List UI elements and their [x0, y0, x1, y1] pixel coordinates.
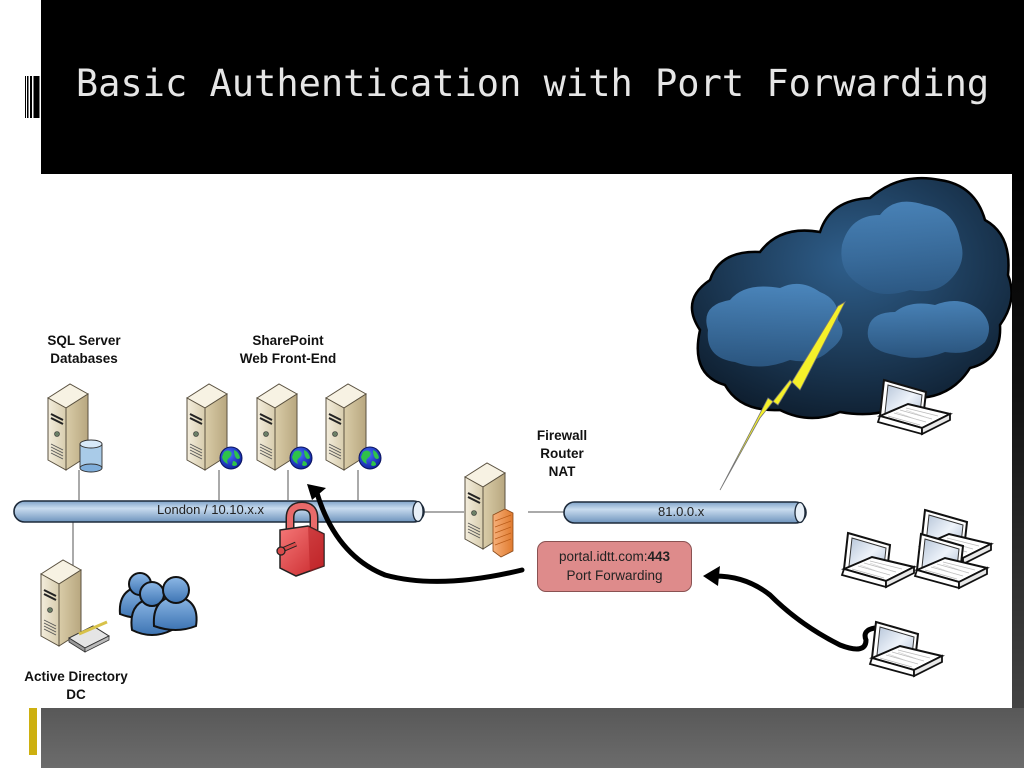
web-server-icon: [325, 383, 382, 471]
firewall-label-line1: Firewall: [536, 428, 588, 443]
sharepoint-label-line2: Web Front-End: [239, 351, 337, 366]
users-group-icon: [118, 572, 198, 636]
laptop-icon: [869, 621, 943, 677]
connection-lines: [72, 470, 564, 568]
flow-arrow-external: [703, 566, 878, 652]
slide-right-edge: [1012, 174, 1024, 708]
slide-title: Basic Authentication with Port Forwardin…: [75, 62, 990, 105]
port-forwarding-address: portal.idtt.com:443: [538, 547, 691, 566]
directory-server-icon: [40, 559, 111, 653]
firewall-icon: [492, 508, 514, 558]
external-network-label: 81.0.0.x: [658, 504, 705, 519]
sql-label-line1: SQL Server: [47, 333, 121, 348]
internal-network-label: London / 10.10.x.x: [157, 502, 264, 517]
padlock-icon: [276, 501, 325, 577]
sql-server-label: SQL Server Databases: [24, 332, 144, 368]
network-diagram: [0, 174, 1012, 708]
port-forwarding-box: portal.idtt.com:443 Port Forwarding: [537, 541, 692, 592]
firewall-server-icon: [464, 462, 514, 558]
slide-decoration-icon: [25, 76, 40, 118]
sql-server-icon: [47, 383, 103, 473]
port-forwarding-caption: Port Forwarding: [566, 568, 663, 583]
flow-arrow-internal: [307, 484, 525, 584]
active-directory-label: Active Directory DC: [10, 668, 142, 704]
storm-cloud-icon: [690, 176, 1012, 420]
footer-accent-bar: [29, 708, 37, 755]
ad-label-line1: Active Directory: [24, 669, 128, 684]
database-icon: [79, 439, 103, 473]
firewall-label: Firewall Router NAT: [522, 427, 602, 481]
keyboard-icon: [67, 620, 111, 653]
firewall-label-line2: Router: [540, 446, 584, 461]
port-forwarding-host: portal.idtt.com:: [558, 549, 648, 564]
laptop-icon: [841, 532, 915, 588]
lightning-bolt-icon: [719, 300, 846, 491]
external-network-pipe: [563, 501, 807, 524]
slide-footer: [41, 708, 1024, 768]
web-server-icon: [186, 383, 243, 471]
port-forwarding-port: 443: [647, 549, 671, 564]
sql-label-line2: Databases: [50, 351, 118, 366]
ad-label-line2: DC: [66, 687, 86, 702]
sharepoint-label: SharePoint Web Front-End: [218, 332, 358, 368]
sharepoint-label-line1: SharePoint: [252, 333, 324, 348]
firewall-label-line3: NAT: [548, 464, 576, 479]
title-bar: Basic Authentication with Port Forwardin…: [41, 0, 1024, 174]
web-server-icon: [256, 383, 313, 471]
